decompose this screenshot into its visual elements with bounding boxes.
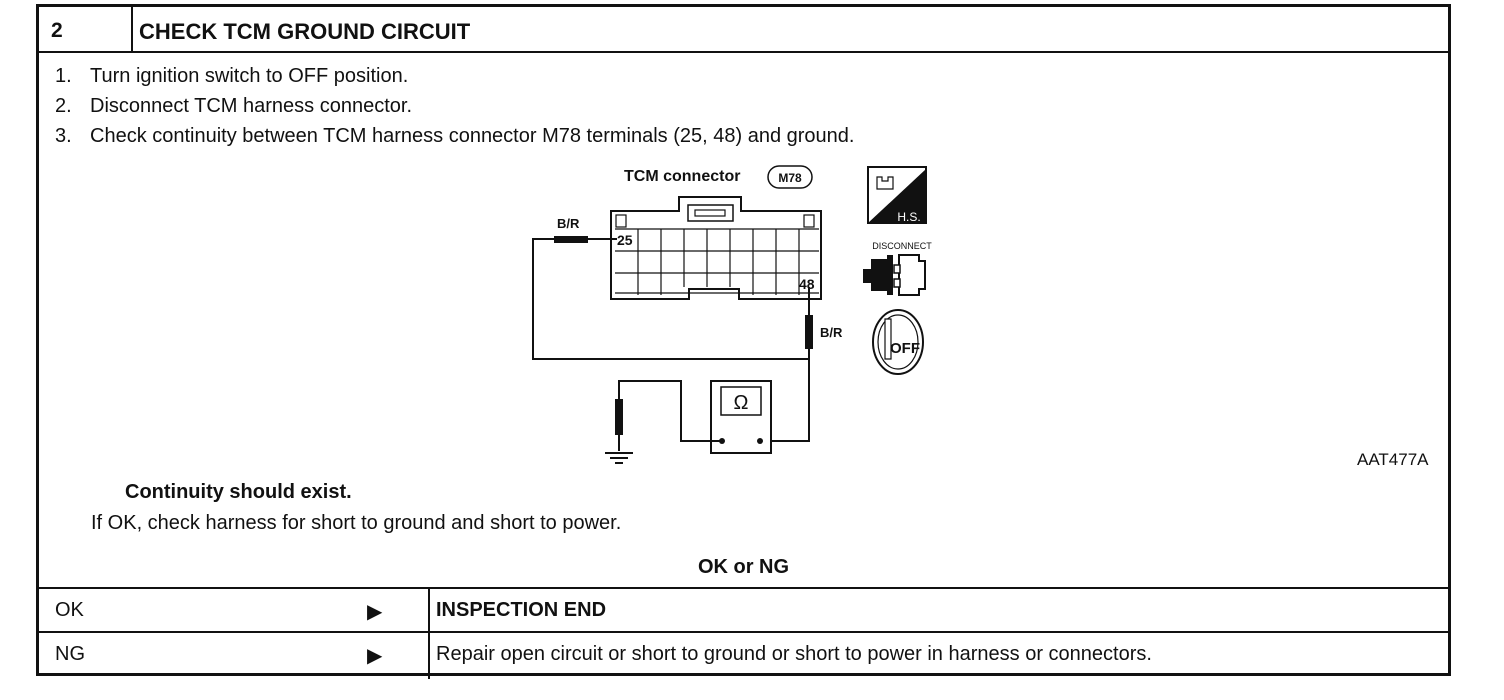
- hs-label: H.S.: [897, 210, 920, 224]
- right-probe-wire: [762, 349, 810, 442]
- connector-label: TCM connector: [624, 168, 740, 185]
- step-item: 2. Disconnect TCM harness connector.: [55, 95, 412, 118]
- divider: [39, 631, 1448, 633]
- instruction-text: If OK, check harness for short to ground…: [91, 512, 622, 534]
- step-item-number: 3.: [55, 125, 72, 147]
- step-title: CHECK TCM GROUND CIRCUIT: [139, 19, 471, 44]
- result-action-ok: INSPECTION END: [436, 599, 607, 621]
- wire-color-label-left: B/R: [557, 216, 580, 231]
- header-divider: [131, 7, 133, 51]
- step-item-text: Check continuity between TCM harness con…: [90, 125, 855, 147]
- tcm-connector: [610, 196, 822, 300]
- disconnect-label: DISCONNECT: [872, 241, 932, 251]
- left-probe: [554, 236, 588, 243]
- result-label-ng: NG: [55, 643, 85, 665]
- figure-code: AAT477A: [1357, 450, 1429, 469]
- hand-tools-hs-icon: [867, 166, 927, 224]
- step-item-number: 2.: [55, 95, 72, 117]
- step-item-number: 1.: [55, 65, 72, 87]
- terminal-48-label: 48: [799, 276, 815, 292]
- arrow-right-icon: ▶: [367, 645, 383, 667]
- right-probe: [805, 315, 813, 349]
- connector-disconnect-icon: [863, 254, 926, 296]
- expected-result: Continuity should exist.: [125, 481, 352, 503]
- ground-symbol: [605, 452, 633, 464]
- connector-code-badge: [767, 165, 813, 189]
- decision-label: OK or NG: [697, 556, 790, 578]
- ohmmeter: [710, 380, 772, 454]
- ground-lead: [618, 380, 722, 442]
- ignition-off-key-icon: [872, 309, 924, 375]
- connector-code: M78: [778, 171, 802, 185]
- step-item: 3. Check continuity between TCM harness c…: [55, 125, 854, 148]
- terminal-25-label: 25: [617, 232, 633, 248]
- step-header: 2 CHECK TCM GROUND CIRCUIT: [39, 7, 1448, 53]
- step-number: 2: [51, 19, 63, 42]
- ground-probe: [615, 399, 623, 435]
- result-column-divider: [428, 587, 430, 679]
- left-probe-wire: [532, 238, 809, 360]
- inspection-step-table: 2 CHECK TCM GROUND CIRCUIT 1. Turn igniti…: [36, 4, 1451, 679]
- divider: [39, 587, 1448, 589]
- result-label-ok: OK: [55, 599, 84, 621]
- off-label: OFF: [890, 340, 920, 357]
- ohm-symbol: Ω: [734, 392, 749, 414]
- result-action-ng: Repair open circuit or short to ground o…: [436, 643, 1152, 665]
- arrow-right-icon: ▶: [367, 601, 383, 623]
- step-item-text: Turn ignition switch to OFF position.: [90, 65, 409, 87]
- wire-color-label-right: B/R: [820, 325, 843, 340]
- continuity-test-diagram: TCM connector M78: [532, 165, 932, 464]
- step-item: 1. Turn ignition switch to OFF position.: [55, 65, 408, 88]
- step-item-text: Disconnect TCM harness connector.: [90, 95, 413, 117]
